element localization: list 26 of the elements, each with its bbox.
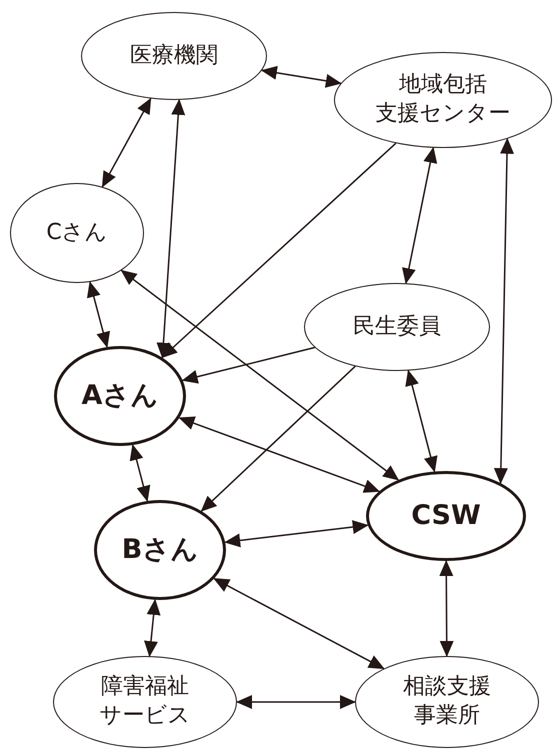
node-label: Bさん xyxy=(122,533,198,568)
node-label: 地域包括支援センター xyxy=(376,71,510,128)
double-arrow xyxy=(213,578,385,670)
double-arrow xyxy=(120,270,400,480)
double-arrow xyxy=(102,98,152,188)
double-arrow xyxy=(494,138,514,484)
double-arrow xyxy=(402,146,438,284)
node-label: 相談支援事業所 xyxy=(403,673,491,730)
double-arrow xyxy=(130,444,150,502)
double-arrow xyxy=(178,416,380,493)
double-arrow xyxy=(144,598,161,658)
double-arrow xyxy=(86,281,110,348)
arrow xyxy=(161,142,396,358)
node-label: 民生委員 xyxy=(353,312,441,341)
double-arrow xyxy=(224,520,369,548)
double-arrow xyxy=(405,370,438,472)
node-label: CSW xyxy=(411,499,481,534)
double-arrow xyxy=(439,560,454,657)
node-label: Cさん xyxy=(46,218,108,247)
node-label: 障害福祉サービス xyxy=(100,673,190,730)
arrow xyxy=(200,366,356,512)
node-label: 医療機関 xyxy=(130,42,218,70)
double-arrow xyxy=(236,695,356,709)
node-label: Aさん xyxy=(82,379,158,414)
double-arrow xyxy=(260,66,342,88)
arrow xyxy=(182,346,315,384)
